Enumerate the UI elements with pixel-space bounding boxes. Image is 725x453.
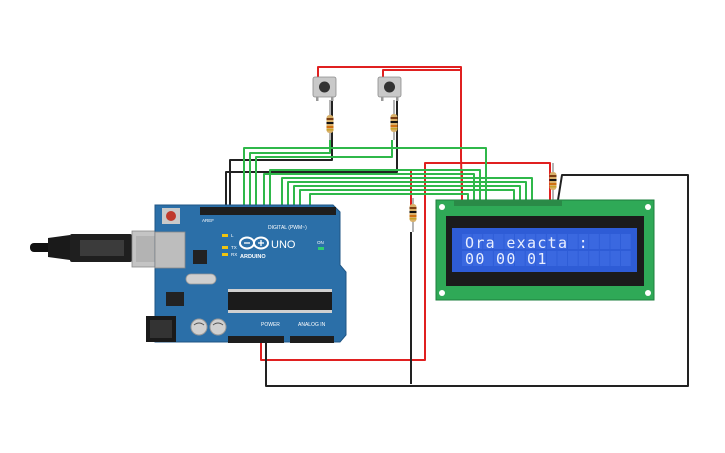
capacitor-2 [209, 318, 227, 336]
lcd-cell [515, 234, 525, 249]
resistor-button-1[interactable] [326, 100, 334, 140]
wire-green-pin7[interactable] [269, 169, 481, 208]
lcd-cell [557, 234, 568, 249]
arduino-logo [239, 236, 269, 250]
lcd-cell [621, 234, 631, 249]
lcd-cell [515, 251, 525, 266]
lcd-pin-header[interactable] [454, 200, 562, 206]
analog-label: ANALOG IN [298, 322, 326, 328]
lcd-cell [546, 234, 557, 249]
l-label: L [231, 233, 234, 238]
lcd-cell [472, 251, 483, 266]
reset-button[interactable] [162, 208, 180, 224]
aref-label: AREF [202, 218, 214, 223]
lcd-cell [578, 234, 589, 249]
lcd-cell [578, 251, 589, 266]
resistor-lcd-backlight[interactable] [549, 163, 557, 200]
lcd-cell [493, 234, 504, 249]
wire-green-pin10[interactable] [255, 140, 393, 208]
wire-green-pin6[interactable] [309, 193, 469, 208]
analog-header[interactable] [290, 336, 334, 343]
wire-green-pin5[interactable] [281, 177, 533, 208]
on-led [318, 247, 324, 250]
lcd-cell [589, 251, 599, 266]
lcd-cell [568, 234, 578, 249]
arduino-uno-board[interactable]: TX RX L ON UNO ARDUINO DIGITAL (PWM~) AR… [146, 204, 347, 343]
lcd-cell [483, 234, 493, 249]
atmega-chip [228, 289, 332, 313]
power-header[interactable] [228, 336, 284, 343]
wire-red-button2-vcc[interactable] [382, 69, 461, 78]
wire-green-pin8[interactable] [263, 173, 475, 208]
lcd-cell [599, 234, 610, 249]
wire-green-pin4[interactable] [287, 181, 527, 208]
lcd-module[interactable]: Ora exacta : 00 00 01 [435, 199, 655, 301]
lcd-cell [610, 234, 621, 249]
brand-label: ARDUINO [240, 254, 266, 260]
lcd-cell [504, 251, 515, 266]
rx-label: RX [231, 252, 237, 257]
lcd-cell [536, 234, 546, 249]
wire-black-button2-gnd[interactable] [225, 96, 398, 208]
wire-green-pin3[interactable] [293, 185, 521, 208]
wire-black-gnd-bottom[interactable] [265, 174, 689, 387]
voltage-regulator [166, 292, 184, 306]
model-label: UNO [271, 239, 296, 251]
pushbutton-2[interactable] [377, 76, 402, 101]
usb-port [154, 231, 186, 269]
crystal [185, 273, 217, 285]
resistor-button-2[interactable] [390, 100, 398, 140]
capacitor-1 [190, 318, 208, 336]
lcd-cell [546, 251, 557, 266]
lcd-cell [525, 251, 536, 266]
digital-label: DIGITAL (PWM~) [268, 225, 307, 231]
lcd-cell [462, 251, 472, 266]
lcd-cell [589, 234, 599, 249]
wire-green-pin2[interactable] [299, 189, 515, 208]
lcd-line-2: 00 00 01 [465, 250, 548, 268]
tx-led [222, 246, 228, 249]
l-led [222, 234, 228, 237]
lcd-cell [568, 251, 578, 266]
power-label: POWER [261, 322, 280, 328]
pushbutton-1[interactable] [312, 76, 337, 101]
rx-led [222, 253, 228, 256]
resistor-lcd-contrast[interactable] [409, 198, 417, 232]
wire-red-5v[interactable] [260, 200, 426, 361]
lcd-cell [610, 251, 621, 266]
digital-header[interactable] [200, 207, 336, 215]
lcd-cell [599, 251, 610, 266]
lcd-cell [536, 251, 546, 266]
usb-cable[interactable] [30, 230, 171, 268]
on-label: ON [317, 240, 324, 245]
lcd-cell [504, 234, 515, 249]
lcd-cell [472, 234, 483, 249]
wire-green-pin12[interactable] [243, 147, 487, 208]
lcd-cell [462, 234, 472, 249]
lcd-cell [525, 234, 536, 249]
wire-green-pin11[interactable] [249, 140, 331, 208]
lcd-cell [621, 251, 631, 266]
tx-label: TX [231, 245, 237, 250]
lcd-character-cells [462, 234, 631, 266]
lcd-cell [557, 251, 568, 266]
lcd-line-1: Ora exacta : [465, 234, 589, 252]
lcd-cell [483, 251, 493, 266]
lcd-cell [493, 251, 504, 266]
